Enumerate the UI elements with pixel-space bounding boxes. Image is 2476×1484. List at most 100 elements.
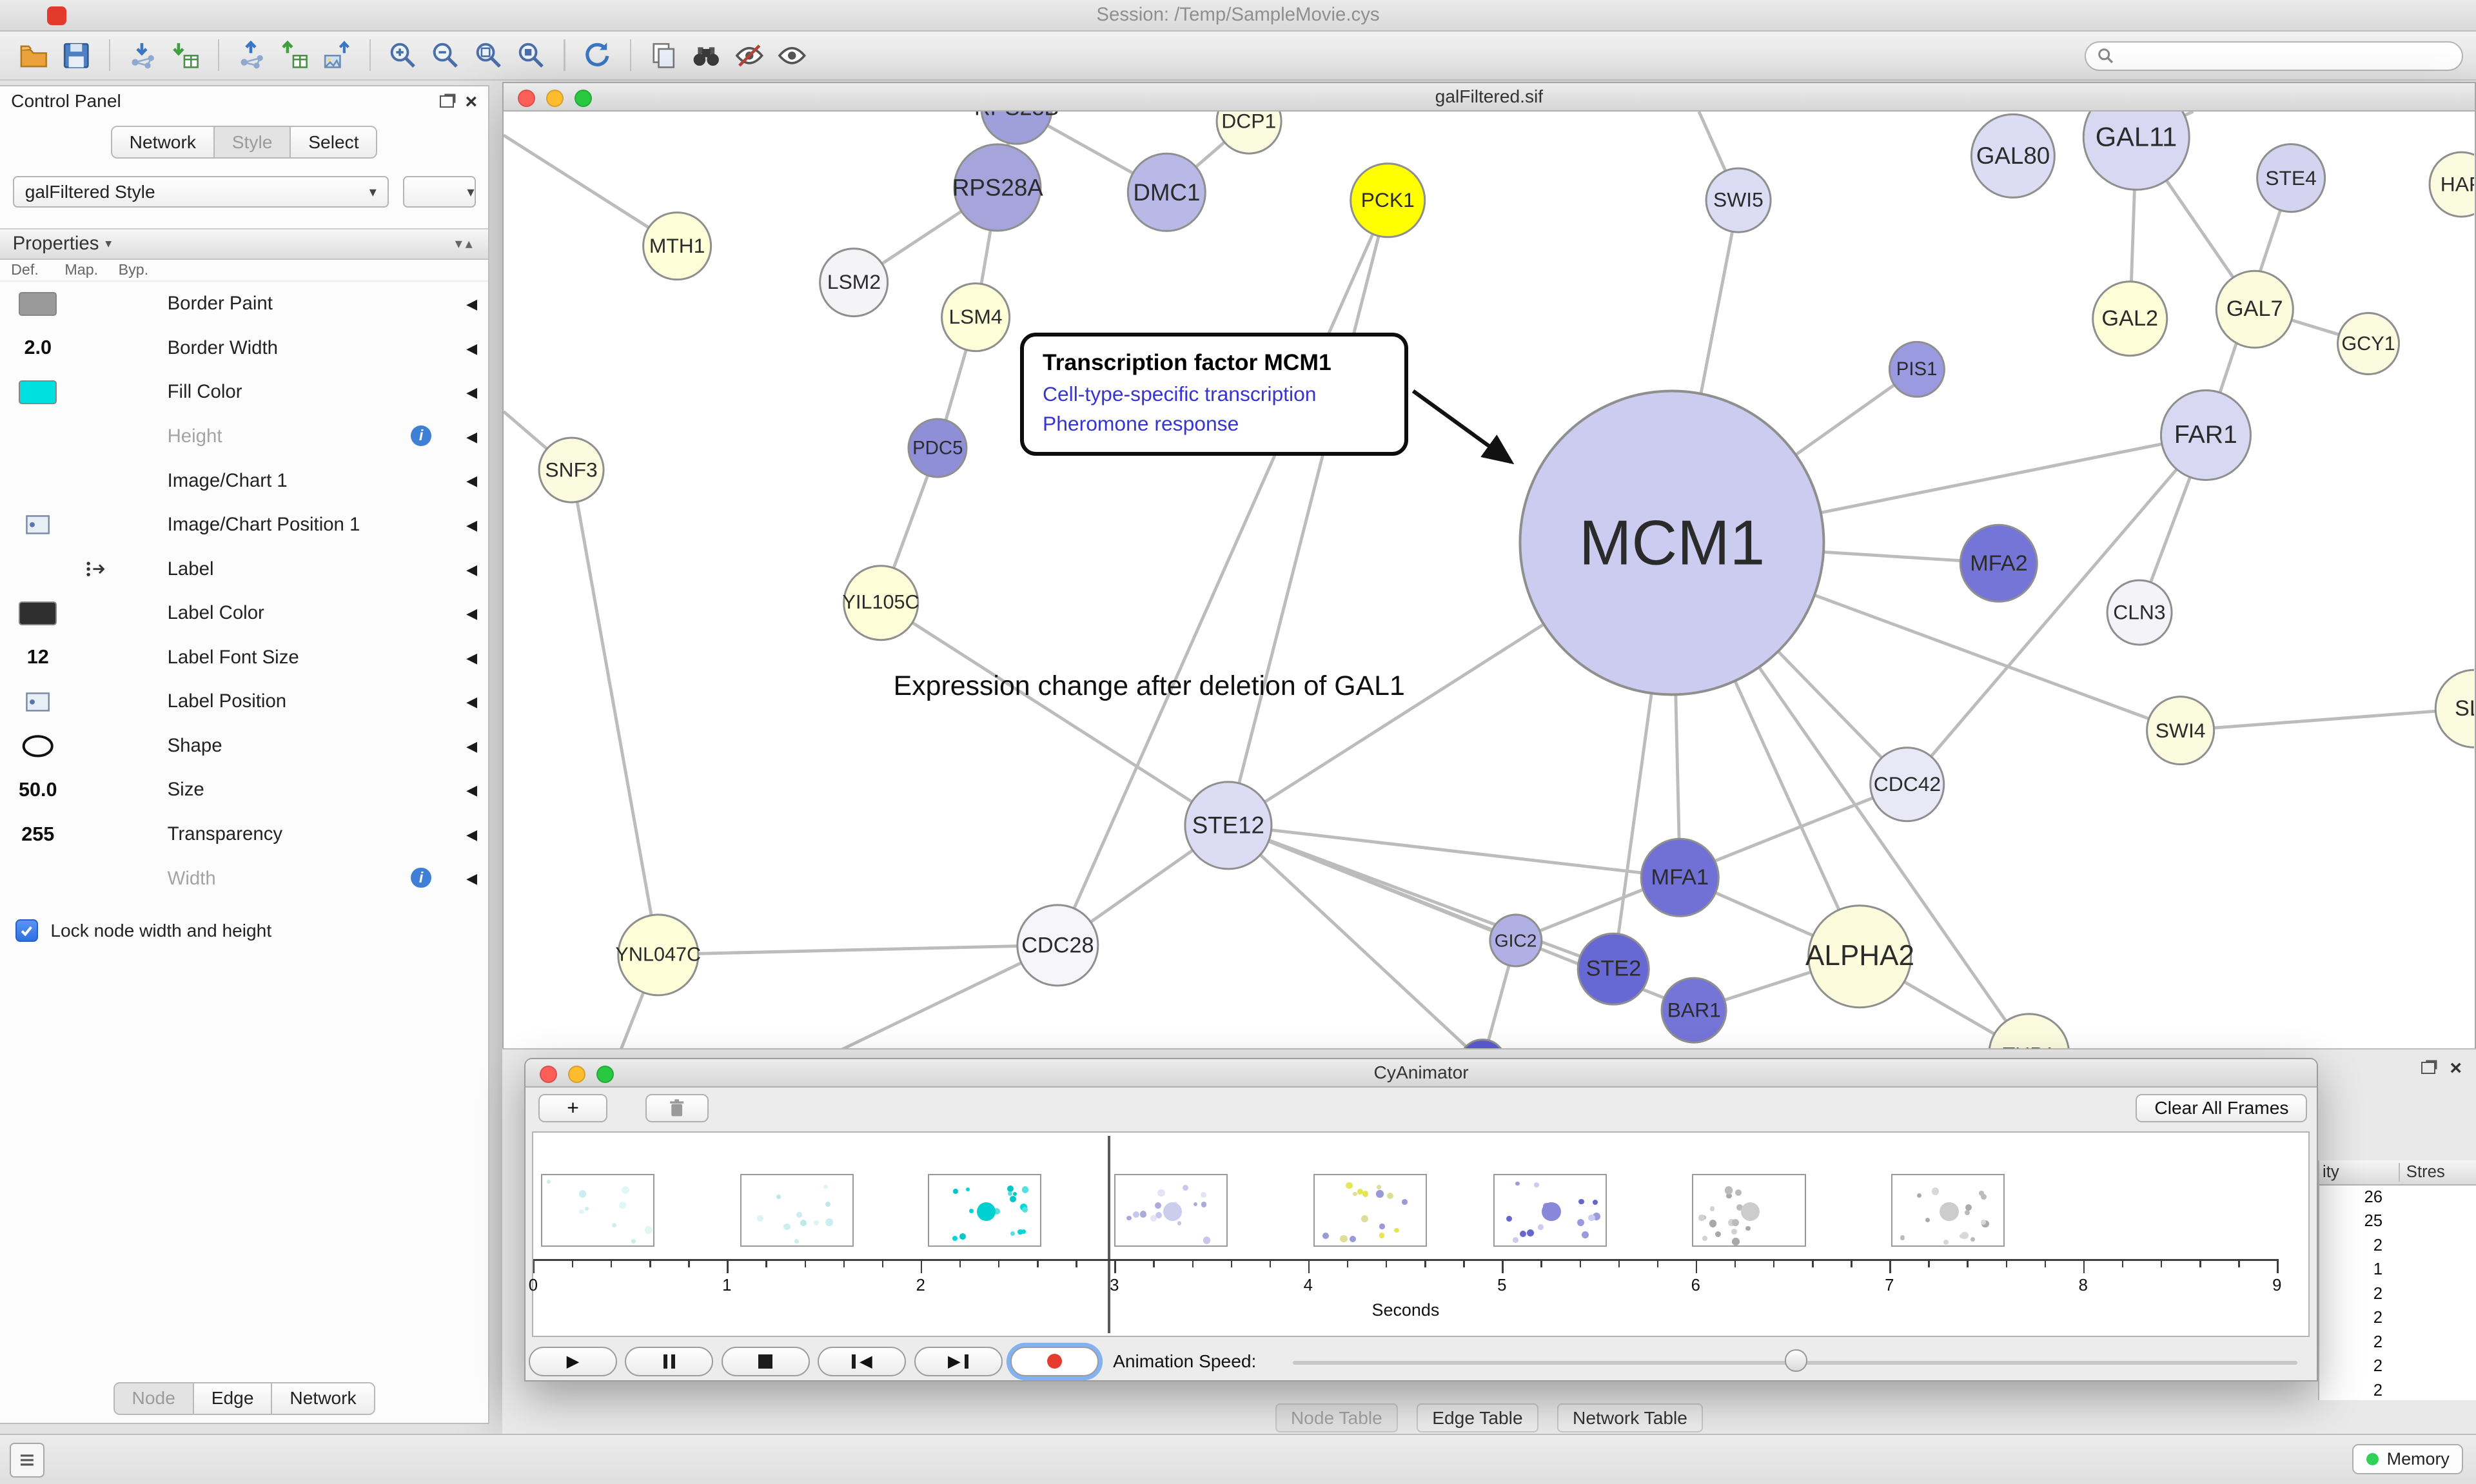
expand-arrow-icon[interactable]: ◀ — [466, 605, 478, 622]
clear-all-frames-button[interactable]: Clear All Frames — [2136, 1093, 2308, 1122]
table-row[interactable]: 2 — [2319, 1378, 2476, 1402]
node-DMC1[interactable]: DMC1 — [1127, 153, 1206, 232]
default-value[interactable]: 2.0 — [24, 337, 52, 359]
mapping-cell[interactable] — [73, 812, 120, 857]
pause-button[interactable] — [625, 1346, 714, 1377]
color-swatch[interactable] — [19, 292, 57, 316]
annotation-box[interactable]: Transcription factor MCM1 Cell-type-spec… — [1019, 333, 1409, 456]
default-value-cell[interactable] — [6, 458, 70, 503]
expand-arrow-icon[interactable]: ◀ — [466, 782, 478, 799]
stop-button[interactable] — [721, 1346, 810, 1377]
expand-arrow-icon[interactable]: ◀ — [466, 384, 478, 401]
tab-network-table[interactable]: Network Table — [1557, 1403, 1703, 1433]
property-row-image-chart-position-1[interactable]: Image/Chart Position 1◀ — [0, 503, 488, 547]
cyanimator-titlebar[interactable]: CyAnimator — [526, 1059, 2317, 1088]
default-value-cell[interactable] — [6, 856, 70, 901]
node-BAR1[interactable]: BAR1 — [1660, 977, 1727, 1044]
skip-back-button[interactable]: ◀ — [818, 1346, 907, 1377]
tab-style[interactable]: Style — [214, 126, 291, 159]
node-STE2[interactable]: STE2 — [1577, 932, 1650, 1006]
import-table-icon[interactable] — [164, 35, 207, 75]
zoom-window-icon[interactable] — [596, 1065, 614, 1083]
mapping-cell[interactable] — [73, 856, 120, 901]
frame-thumbnail-0[interactable] — [541, 1174, 655, 1247]
show-panels-button[interactable] — [9, 1442, 44, 1478]
mapping-cell[interactable] — [73, 458, 120, 503]
expand-arrow-icon[interactable]: ◀ — [466, 826, 478, 843]
node-LSM2[interactable]: LSM2 — [819, 248, 889, 317]
snapshot-icon[interactable] — [642, 35, 685, 75]
memory-button[interactable]: Memory — [2352, 1444, 2464, 1474]
tab-node-table[interactable]: Node Table — [1275, 1403, 1398, 1433]
node-GIC2[interactable]: GIC2 — [1488, 913, 1543, 968]
node-MTH1[interactable]: MTH1 — [642, 211, 712, 281]
mapping-cell[interactable] — [73, 503, 120, 547]
refresh-icon[interactable] — [576, 35, 619, 75]
annotation-link[interactable]: Pheromone response — [1042, 412, 1239, 436]
expand-arrow-icon[interactable]: ◀ — [466, 561, 478, 578]
expand-arrow-icon[interactable]: ◀ — [466, 870, 478, 887]
close-window-icon[interactable] — [540, 1065, 558, 1083]
tab-select[interactable]: Select — [291, 126, 378, 159]
minimize-window-icon[interactable] — [568, 1065, 586, 1083]
network-canvas[interactable]: Transcription factor MCM1 Cell-type-spec… — [503, 112, 2475, 1059]
minimize-window-icon[interactable] — [545, 90, 564, 108]
mapping-cell[interactable] — [73, 768, 120, 812]
mapping-cell[interactable] — [73, 326, 120, 371]
table-header-row[interactable]: ity Stres — [2319, 1160, 2476, 1186]
default-value-cell[interactable] — [6, 370, 70, 415]
chevron-down-icon[interactable]: ▾ — [105, 237, 112, 251]
default-value-cell[interactable] — [6, 724, 70, 768]
node-GAL11[interactable]: GAL11 — [2082, 112, 2190, 191]
style-options-button[interactable]: ▾ — [402, 176, 476, 208]
mapping-cell[interactable] — [73, 724, 120, 768]
mapping-cell[interactable] — [73, 370, 120, 415]
expand-arrow-icon[interactable]: ◀ — [466, 296, 478, 313]
property-row-shape[interactable]: Shape◀ — [0, 724, 488, 768]
mapping-cell[interactable] — [73, 415, 120, 459]
export-table-icon[interactable] — [273, 35, 316, 75]
default-value[interactable]: 255 — [21, 823, 55, 845]
frame-thumbnail-2[interactable] — [928, 1174, 1042, 1247]
default-value-cell[interactable] — [6, 591, 70, 636]
default-value-cell[interactable]: 255 — [6, 812, 70, 857]
record-button[interactable] — [1010, 1346, 1099, 1377]
expand-arrow-icon[interactable]: ◀ — [466, 428, 478, 445]
default-value-cell[interactable] — [6, 282, 70, 326]
node-GAL2[interactable]: GAL2 — [2092, 280, 2168, 357]
property-row-label-position[interactable]: Label Position◀ — [0, 679, 488, 724]
node-FAR1[interactable]: FAR1 — [2159, 389, 2252, 482]
default-value-cell[interactable] — [6, 415, 70, 459]
node-YIL105C[interactable]: YIL105C — [843, 565, 919, 641]
table-row[interactable]: 2 — [2319, 1331, 2476, 1354]
bottom-tab-node[interactable]: Node — [113, 1382, 194, 1415]
save-icon[interactable] — [55, 35, 98, 75]
play-button[interactable]: ▶ — [528, 1346, 618, 1377]
open-icon[interactable] — [13, 35, 55, 75]
table-row[interactable]: 2 — [2319, 1282, 2476, 1306]
lock-size-checkbox[interactable] — [15, 919, 38, 942]
default-value[interactable]: 12 — [26, 646, 49, 669]
default-value-cell[interactable] — [6, 679, 70, 724]
table-row[interactable]: 25 — [2319, 1209, 2476, 1233]
delete-frame-button[interactable] — [645, 1093, 709, 1122]
node-MFA1[interactable]: MFA1 — [1640, 837, 1720, 917]
zoom-out-icon[interactable] — [425, 35, 467, 75]
node-STE12[interactable]: STE12 — [1184, 781, 1273, 870]
node-ALPHA2[interactable]: ALPHA2 — [1805, 904, 1914, 1009]
node-PCK1[interactable]: PCK1 — [1350, 162, 1426, 239]
frame-thumbnail-7[interactable] — [1891, 1174, 2005, 1247]
property-row-label[interactable]: Label◀ — [0, 547, 488, 591]
bottom-tab-network[interactable]: Network — [272, 1382, 375, 1415]
export-image-icon[interactable] — [316, 35, 359, 75]
export-network-icon[interactable] — [230, 35, 273, 75]
node-SLT[interactable]: SLT — [2434, 669, 2475, 748]
mapping-cell[interactable] — [73, 679, 120, 724]
property-row-border-paint[interactable]: Border Paint◀ — [0, 282, 488, 326]
lock-size-row[interactable]: Lock node width and height — [15, 919, 488, 942]
node-GAL80[interactable]: GAL80 — [1970, 113, 2056, 199]
float-panel-icon[interactable] — [440, 95, 455, 108]
tab-edge-table[interactable]: Edge Table — [1417, 1403, 1538, 1433]
